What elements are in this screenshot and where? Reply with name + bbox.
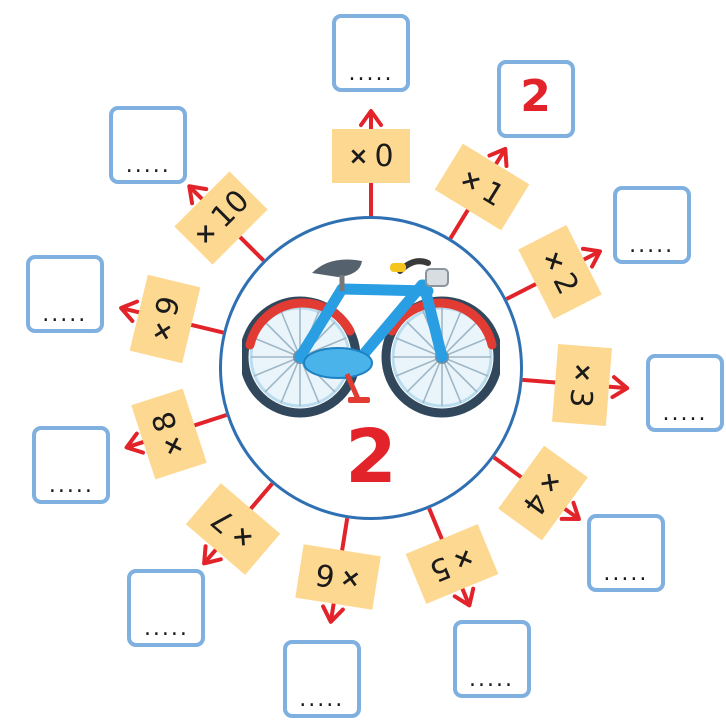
answer-placeholder-dots: ..... bbox=[113, 155, 183, 177]
answer-placeholder-dots: ..... bbox=[36, 475, 106, 497]
multiplier-value: 9 bbox=[149, 292, 187, 319]
answer-box[interactable]: 2 bbox=[497, 60, 575, 138]
answer-placeholder-dots: ..... bbox=[650, 403, 720, 425]
answer-box[interactable]: ..... bbox=[127, 569, 205, 647]
answer-box[interactable]: ..... bbox=[587, 514, 665, 592]
answer-value: 2 bbox=[501, 70, 571, 124]
times-sign: × bbox=[157, 432, 190, 460]
times-sign: × bbox=[338, 564, 362, 595]
answer-box[interactable]: ..... bbox=[646, 354, 724, 432]
multiplier-value: 3 bbox=[563, 387, 599, 409]
answer-box[interactable]: ..... bbox=[32, 426, 110, 504]
answer-placeholder-dots: ..... bbox=[336, 63, 406, 85]
answer-box[interactable]: ..... bbox=[109, 106, 187, 184]
answer-placeholder-dots: ..... bbox=[131, 618, 201, 640]
answer-box[interactable]: ..... bbox=[283, 640, 361, 718]
times-sign: × bbox=[146, 318, 178, 344]
answer-placeholder-dots: ..... bbox=[591, 563, 661, 585]
times-sign: × bbox=[537, 245, 571, 276]
times-sign: × bbox=[569, 361, 598, 383]
bicycle-icon bbox=[242, 249, 500, 419]
multiplier-value: 6 bbox=[313, 557, 337, 595]
answer-placeholder-dots: ..... bbox=[30, 304, 100, 326]
answer-box[interactable]: ..... bbox=[613, 186, 691, 264]
multiplier-label: ×0 bbox=[332, 129, 410, 183]
multiplier-label: ×3 bbox=[552, 344, 612, 426]
answer-box[interactable]: ..... bbox=[332, 14, 410, 92]
answer-box[interactable]: ..... bbox=[26, 255, 104, 333]
center-circle: 2 bbox=[219, 216, 523, 520]
times-sign: × bbox=[449, 542, 478, 576]
answer-placeholder-dots: ..... bbox=[617, 235, 687, 257]
answer-placeholder-dots: ..... bbox=[457, 669, 527, 691]
answer-box[interactable]: ..... bbox=[453, 620, 531, 698]
base-number: 2 bbox=[222, 415, 520, 499]
times-sign: × bbox=[348, 142, 368, 170]
multiplier-value: 0 bbox=[375, 139, 394, 174]
answer-placeholder-dots: ..... bbox=[287, 689, 357, 711]
multiplier-value: 8 bbox=[146, 407, 185, 436]
